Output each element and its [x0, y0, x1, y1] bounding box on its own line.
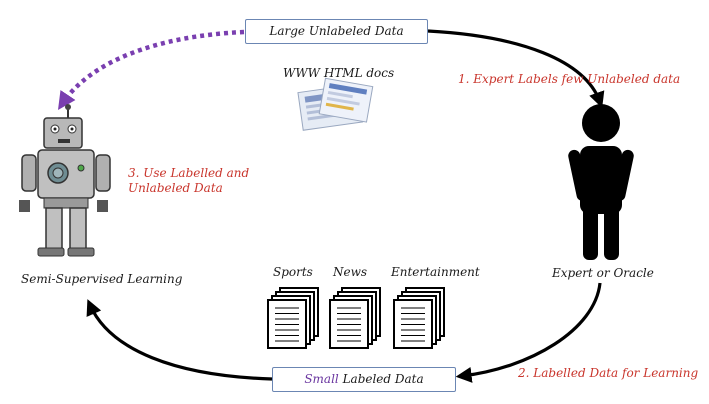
large-unlabeled-data-box: Large Unlabeled Data: [245, 19, 428, 44]
step3-label-line2: Unlabeled Data: [128, 181, 223, 195]
step1-label: 1. Expert Labels few Unlabeled data: [458, 72, 681, 86]
step3-label-line1: 3. Use Labelled and: [128, 166, 250, 180]
small-word: Small: [304, 372, 339, 386]
learner-label: Semi-Supervised Learning: [21, 272, 183, 286]
large-unlabeled-data-text: Large Unlabeled Data: [269, 24, 404, 38]
web-docs-label: WWW HTML docs: [283, 66, 395, 80]
document-stack-news: [329, 287, 381, 349]
robot-icon: [19, 104, 111, 257]
category-label-sports: Sports: [273, 265, 313, 279]
arrow-to-expert: [427, 29, 605, 109]
arrow-to-learner: [86, 299, 273, 381]
dotted-arrow-to-learner: [58, 29, 245, 110]
person-icon: [568, 104, 634, 260]
category-label-entertainment: Entertainment: [391, 265, 480, 279]
expert-label: Expert or Oracle: [552, 266, 654, 280]
labeled-data-text: Labeled Data: [338, 372, 424, 386]
step2-label: 2. Labelled Data for Learning: [518, 366, 699, 380]
document-stack-entertainment: [393, 287, 445, 349]
small-labeled-data-box: Small Labeled Data: [272, 367, 456, 392]
document-stack-sports: [267, 287, 319, 349]
arrow-to-labeled-data: [455, 282, 602, 383]
category-label-news: News: [333, 265, 368, 279]
